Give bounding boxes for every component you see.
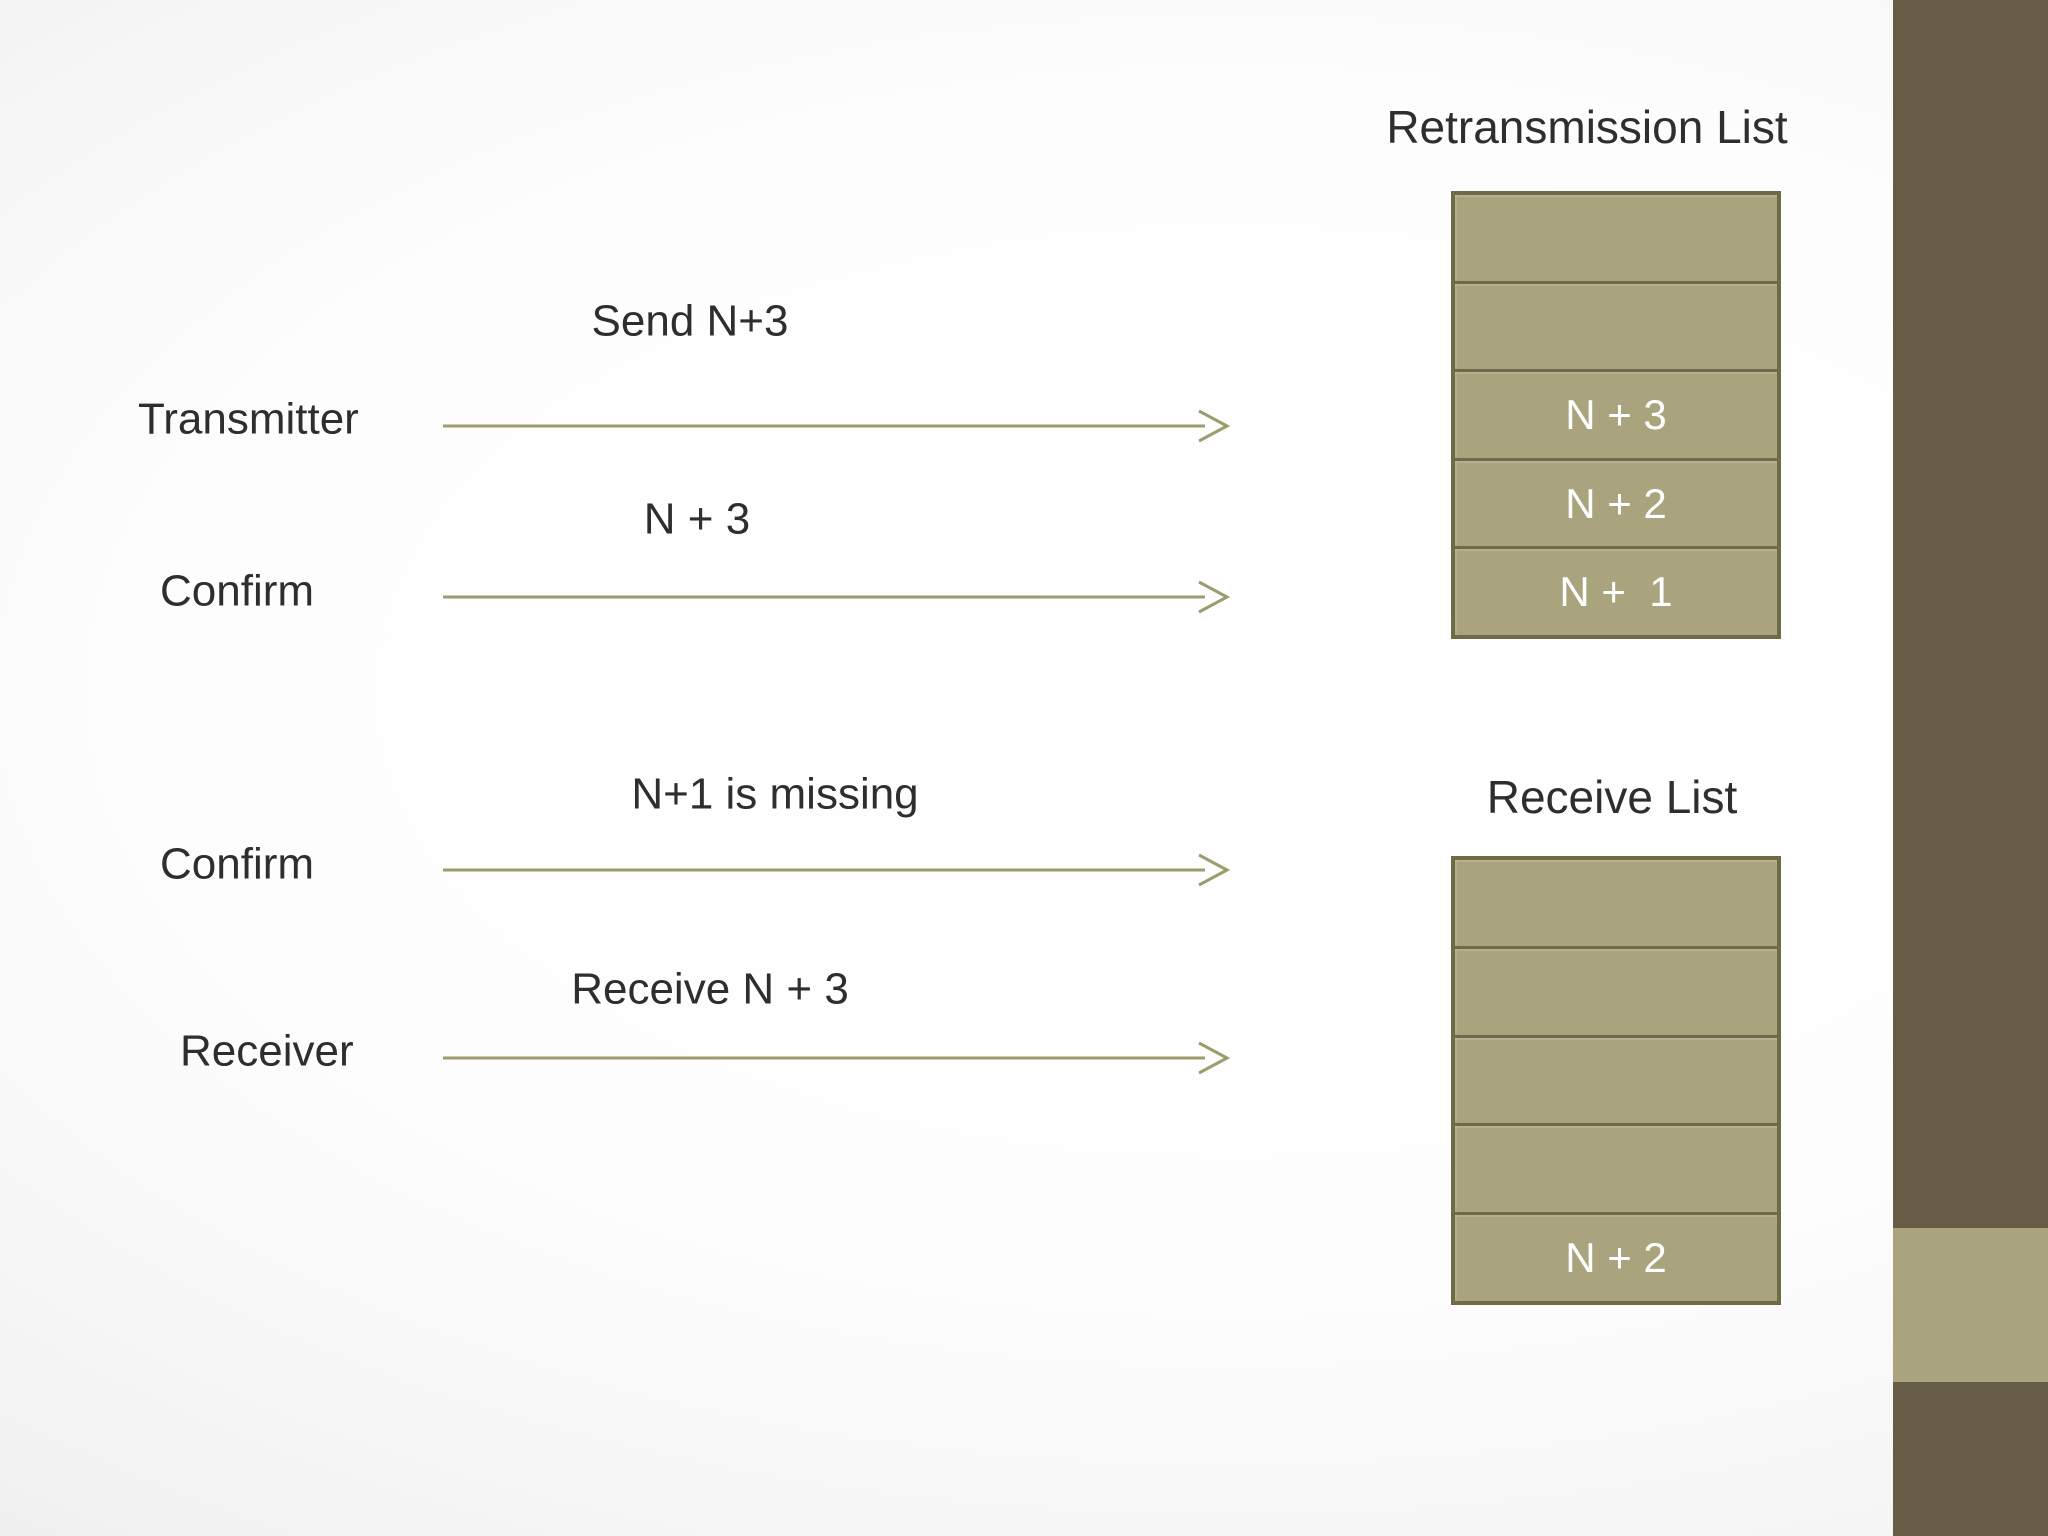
arrow-confirm-2 [443,853,1231,887]
message-n1-missing: N+1 is missing [631,769,919,819]
receive-cell-3 [1455,1126,1777,1216]
retransmission-cell-3: N + 2 [1455,461,1777,550]
receive-cell-2 [1455,1038,1777,1127]
message-send-n3: Send N+3 [591,296,789,346]
arrow-confirm-1 [443,580,1231,614]
slide-edge-accent-block [1893,1228,2048,1382]
message-receive-n3: Receive N + 3 [571,964,849,1014]
retransmission-cell-2: N + 3 [1455,372,1777,461]
retransmission-list-title: Retransmission List [1386,101,1788,153]
receive-cell-0 [1455,860,1777,949]
arrow-receiver [443,1041,1231,1075]
retransmission-cell-1 [1455,284,1777,373]
receive-list-title: Receive List [1486,771,1738,823]
receive-cell-4: N + 2 [1455,1215,1777,1301]
label-confirm-2: Confirm [160,839,315,889]
label-receiver: Receiver [180,1026,354,1076]
label-transmitter: Transmitter [138,394,359,444]
retransmission-list-table: N + 3 N + 2 N + 1 [1451,191,1781,639]
arrow-transmitter [443,409,1231,443]
message-n3: N + 3 [643,494,751,544]
slide-edge-bar [1893,0,2048,1536]
receive-list-table: N + 2 [1451,856,1781,1305]
receive-cell-1 [1455,949,1777,1038]
retransmission-cell-4: N + 1 [1455,549,1777,635]
label-confirm-1: Confirm [160,566,315,616]
retransmission-cell-0 [1455,195,1777,284]
